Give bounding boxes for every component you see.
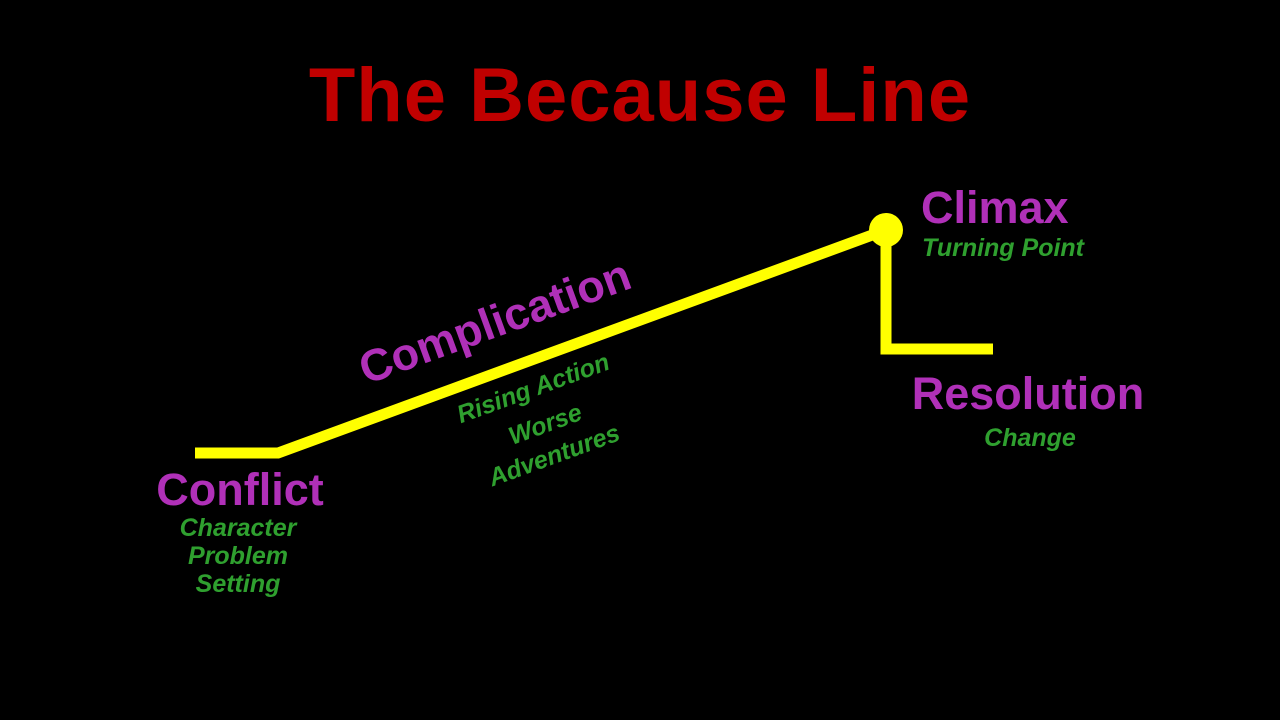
conflict-detail-problem: Problem <box>188 542 288 570</box>
climax-label: Climax <box>921 182 1069 233</box>
conflict-detail-character: Character <box>180 514 298 542</box>
resolution-label: Resolution <box>912 368 1145 419</box>
climax-peak-dot <box>869 213 903 247</box>
resolution-detail-change: Change <box>984 424 1076 452</box>
climax-detail-turning-point: Turning Point <box>922 234 1086 262</box>
conflict-detail-setting: Setting <box>196 570 281 598</box>
conflict-label: Conflict <box>156 464 323 515</box>
diagram-title: The Because Line <box>308 53 972 138</box>
